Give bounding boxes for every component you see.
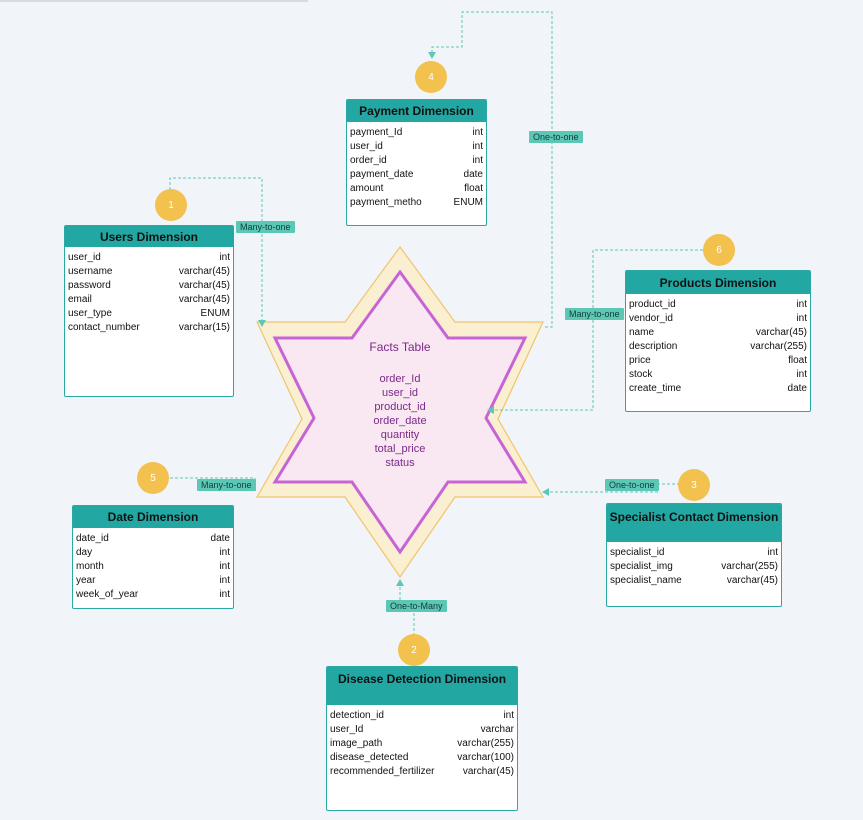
badge-date: 5 <box>137 462 169 494</box>
relation-label-specialist: One-to-one <box>605 479 659 491</box>
table-header: Users Dimension <box>65 226 233 247</box>
connector-payment <box>428 11 553 328</box>
facts-field: order_Id <box>379 373 421 385</box>
table-header: Payment Dimension <box>347 100 486 122</box>
facts-field: total_price <box>374 443 426 455</box>
badge-disease: 2 <box>398 634 430 666</box>
connector-date <box>170 477 256 491</box>
badge-users: 1 <box>155 189 187 221</box>
relation-label-users: Many-to-one <box>236 221 295 233</box>
facts-field: user_id <box>381 387 419 399</box>
table-header: Date Dimension <box>73 506 233 528</box>
relation-label-disease: One-to-Many <box>386 600 447 612</box>
relation-label-products: Many-to-one <box>565 308 624 320</box>
relation-label-payment: One-to-one <box>529 131 583 143</box>
disease-detection-dimension-table[interactable]: Disease Detection Dimension detection_id… <box>326 666 518 811</box>
badge-specialist: 3 <box>678 469 710 501</box>
facts-star-inner <box>272 269 528 555</box>
facts-table[interactable]: Facts Table order_Id user_id product_id … <box>330 340 470 470</box>
badge-payment: 4 <box>415 61 447 93</box>
table-header: Specialist Contact Dimension <box>607 504 781 542</box>
specialist-contact-dimension-table[interactable]: Specialist Contact Dimension specialist_… <box>606 503 782 607</box>
facts-field: status <box>385 457 415 469</box>
facts-field: order_date <box>373 415 427 427</box>
badge-products: 6 <box>703 234 735 266</box>
table-header: Products Dimension <box>626 271 810 294</box>
table-header: Disease Detection Dimension <box>327 667 517 705</box>
facts-field: product_id <box>374 401 426 413</box>
facts-table-title: Facts Table <box>369 340 431 354</box>
relation-label-date: Many-to-one <box>197 479 256 491</box>
connector-products <box>487 249 718 414</box>
facts-field: quantity <box>380 429 420 441</box>
connector-users <box>169 177 266 327</box>
top-scroll-bar <box>0 0 308 2</box>
